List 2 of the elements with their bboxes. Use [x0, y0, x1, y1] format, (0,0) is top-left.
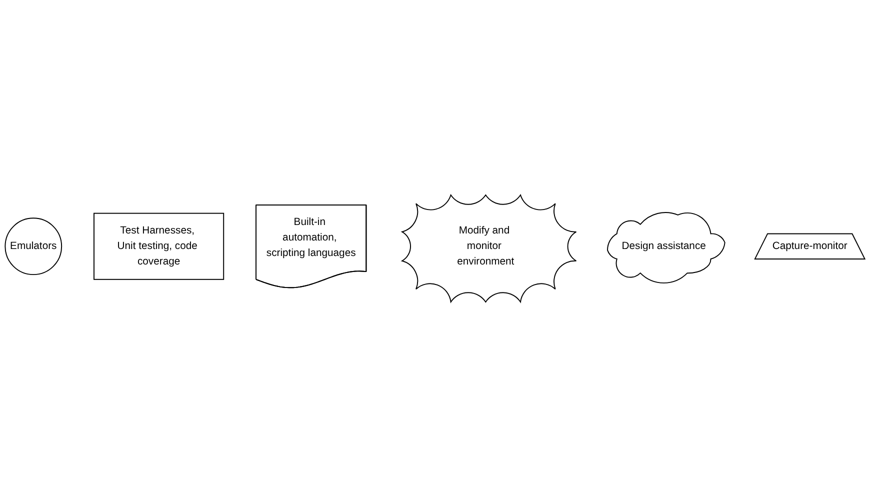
node-circle: Emulators	[4, 218, 62, 276]
node-box: Test Harnesses, Unit testing, code coverage	[94, 212, 224, 280]
